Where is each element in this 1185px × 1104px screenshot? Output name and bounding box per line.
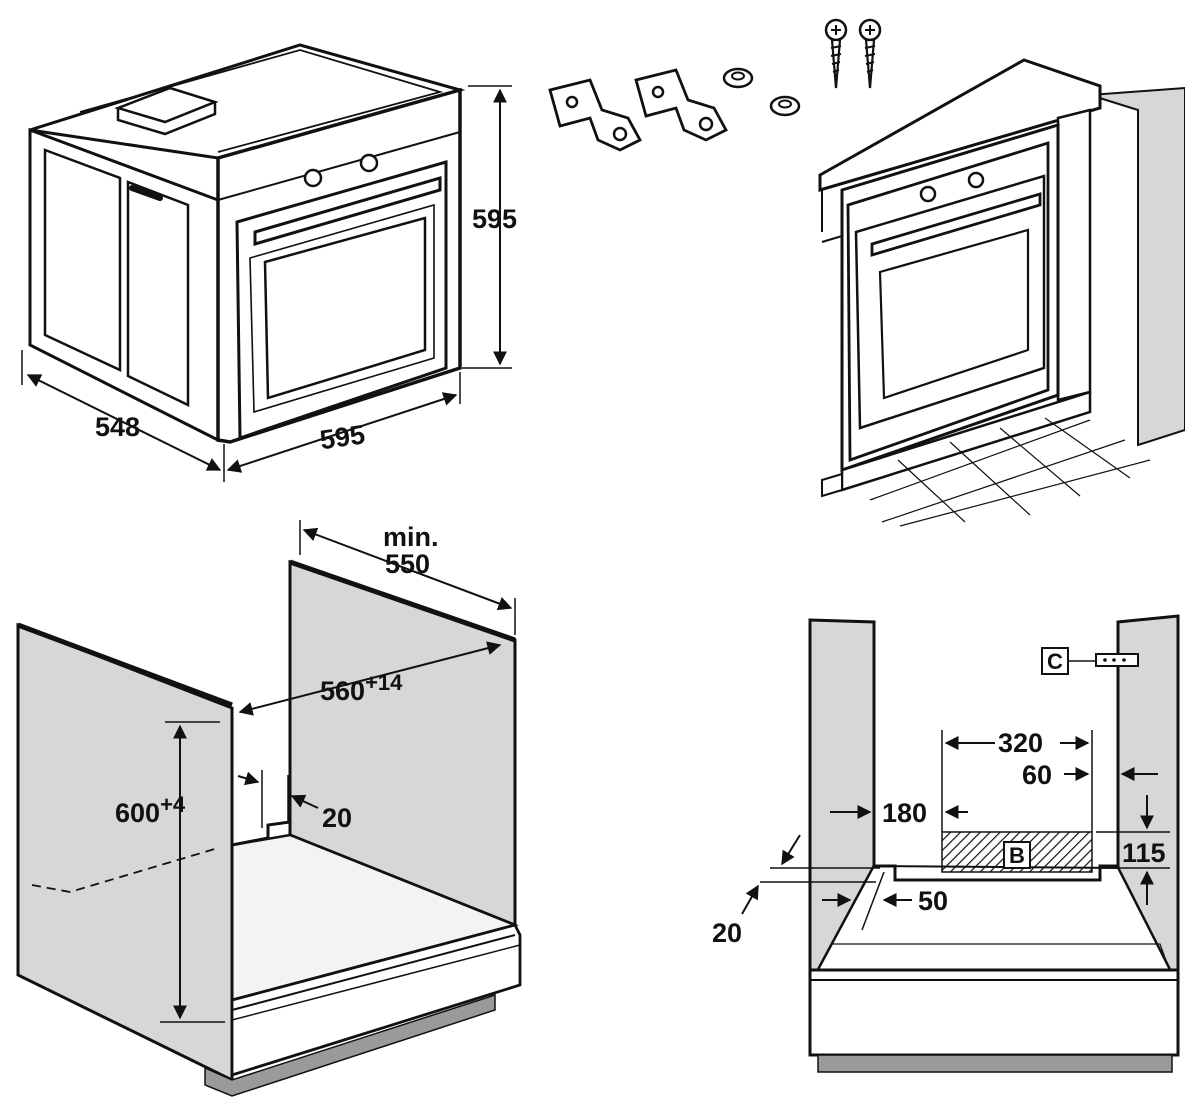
oven-width-label: 595: [318, 419, 367, 455]
mounting-bracket-right: [634, 68, 728, 142]
bracket-c-icon: [1095, 653, 1139, 667]
oven-height-label: 595: [472, 204, 517, 234]
front-gap-label: 50: [918, 886, 948, 916]
oven-side-panel: [28, 127, 220, 443]
oven-window: [263, 216, 427, 400]
oven-knob-left: [303, 168, 323, 188]
cabinet-rear-illustration: B C 320 60 180 115 50: [712, 614, 1180, 1073]
niche-width-label: 560+14: [320, 670, 403, 706]
floor-tiles: [869, 417, 1151, 527]
spacer-ring-1: [722, 67, 754, 89]
screw-1: [824, 18, 848, 89]
oven-door-handle: [253, 175, 442, 247]
offset-right-label: 60: [1022, 760, 1052, 790]
countertop: [818, 58, 1102, 193]
screw-2: [858, 18, 882, 89]
depth-gap-label: 20: [712, 918, 742, 948]
cabinet-min-label: min.: [383, 522, 439, 552]
side-wall: [1089, 86, 1185, 447]
mounting-hardware: [548, 18, 882, 152]
opening-height-label: 115: [1122, 838, 1166, 868]
offset-left-label: 180: [882, 798, 927, 828]
cabinet-depth-label: 550: [385, 549, 430, 579]
installed-oven-illustration: [818, 58, 1185, 527]
oven-illustration: 595 595 548: [21, 43, 517, 482]
opening-b-label: B: [1009, 843, 1025, 868]
spacer-ring-2: [769, 95, 801, 117]
rear-gap-label: 20: [322, 803, 352, 833]
mounting-bracket-left: [548, 78, 642, 152]
oven-depth-label: 548: [95, 412, 140, 442]
niche-height-label: 600+4: [115, 792, 186, 828]
cabinet-front-illustration: min. 550 560+14 600+4 20: [16, 520, 522, 1097]
opening-width-label: 320: [998, 728, 1043, 758]
oven-knob-right: [359, 153, 379, 173]
bracket-c-label: C: [1047, 649, 1063, 674]
